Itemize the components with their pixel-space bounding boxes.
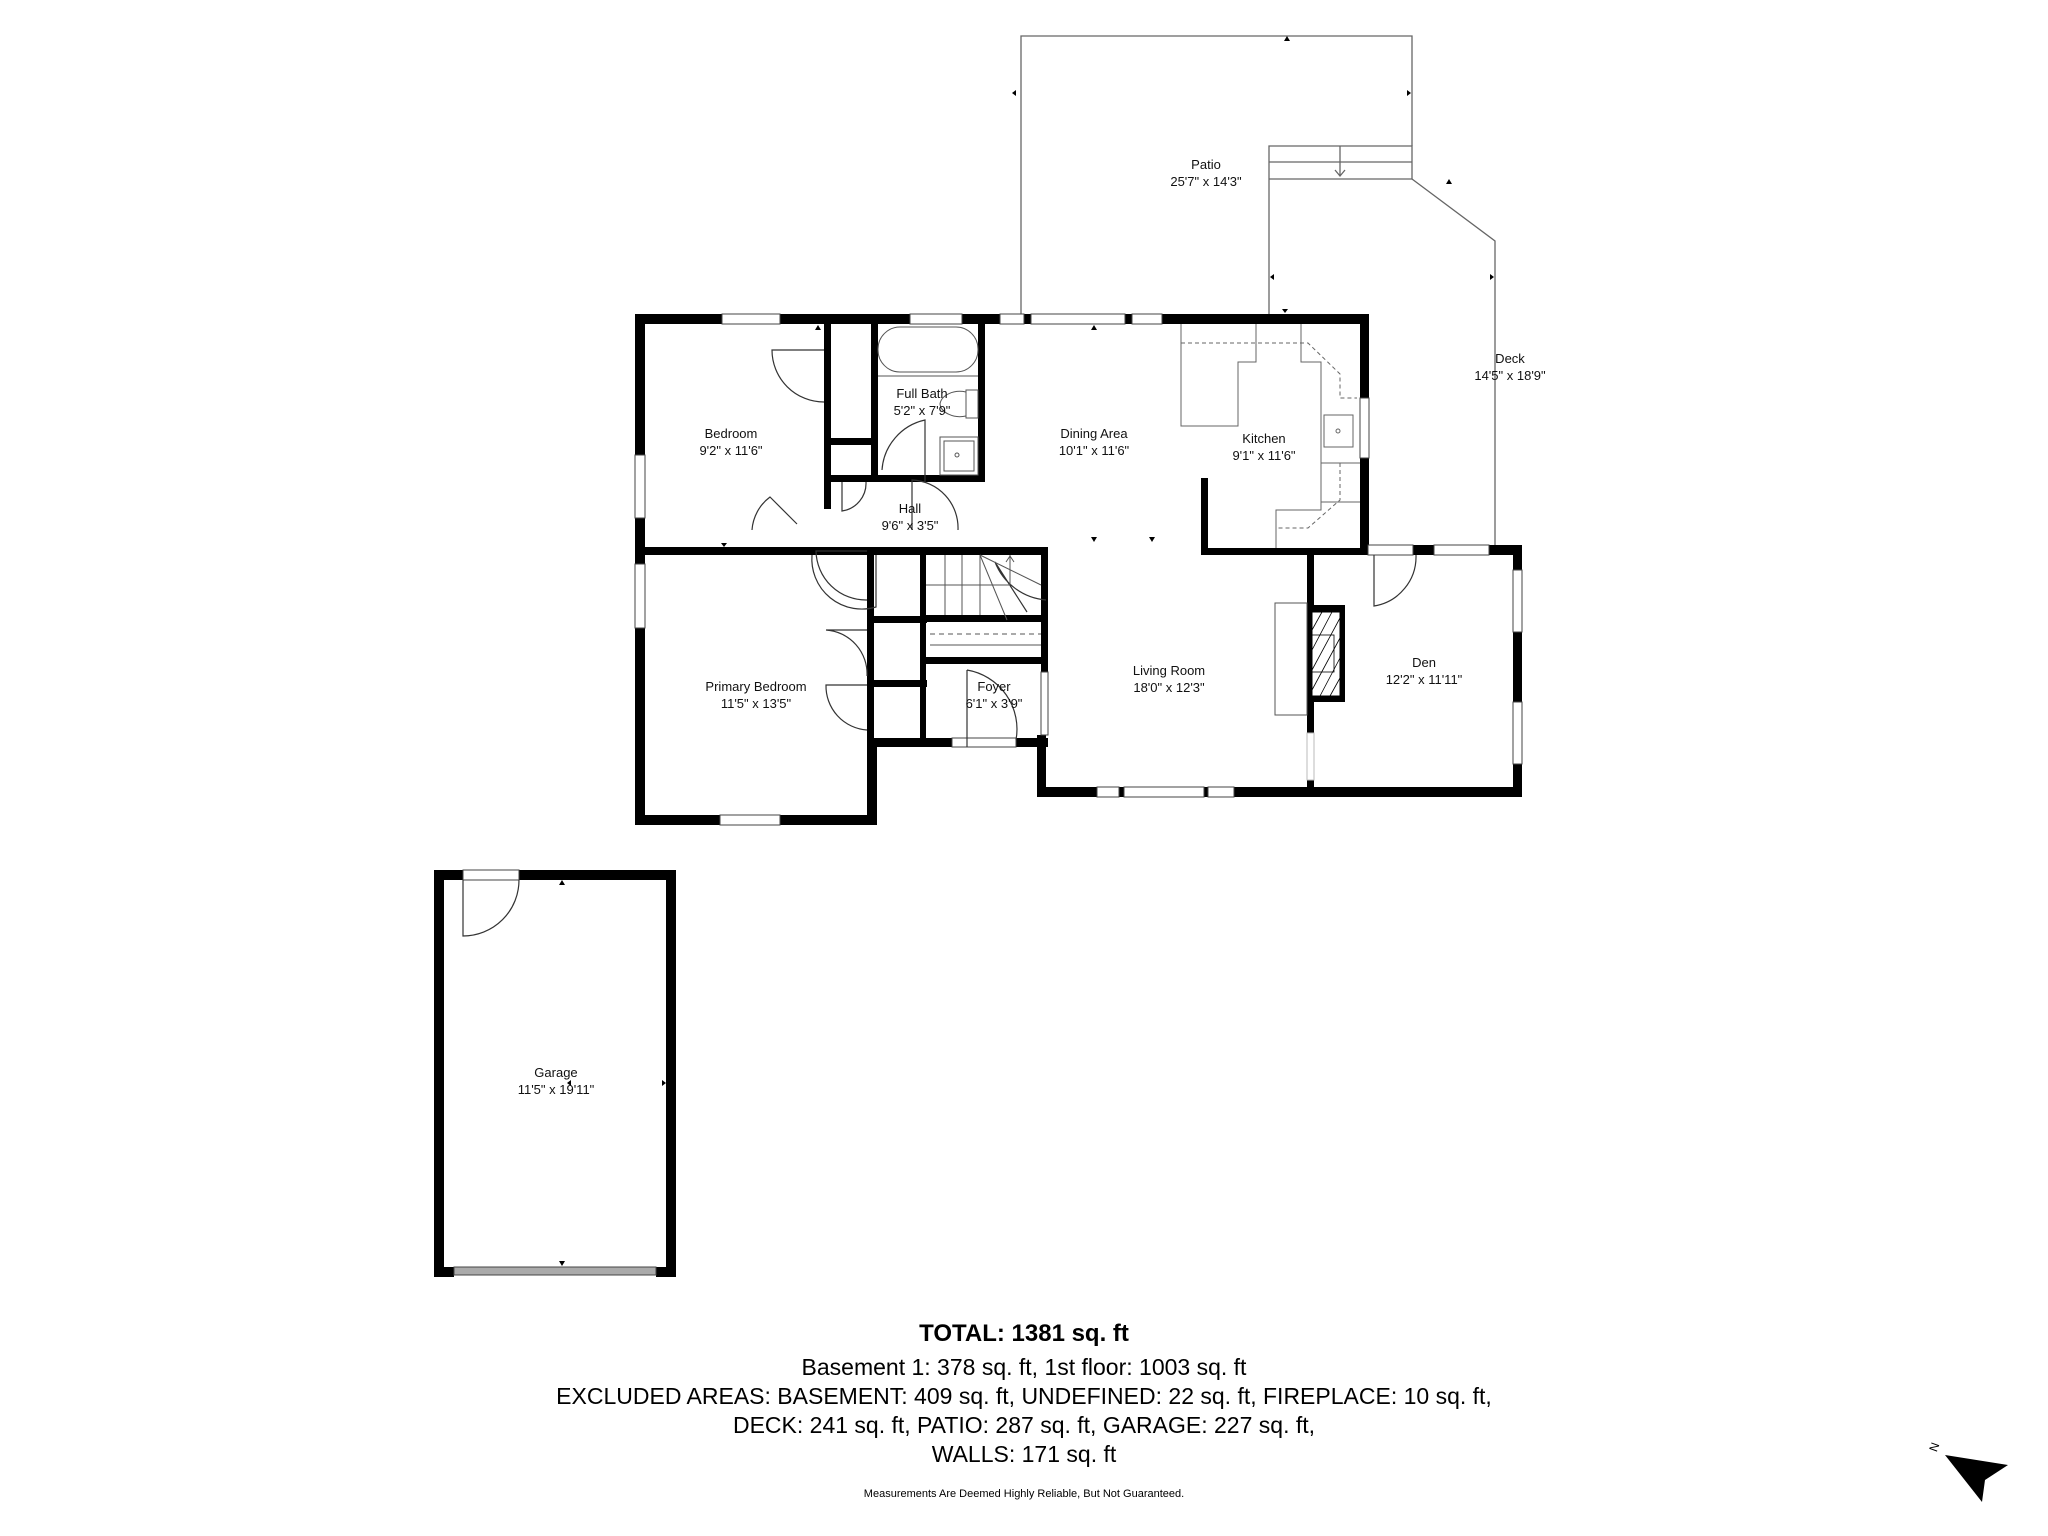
room-label-deck: Deck 14'5" x 18'9" [1474,350,1545,384]
room-label-foyer: Foyer 6'1" x 3'9" [966,678,1023,712]
room-label-full-bath: Full Bath 5'2" x 7'9" [894,385,951,419]
room-dimensions: 9'2" x 11'6" [699,443,763,458]
room-name: Hall [898,501,922,516]
room-dimensions: 5'2" x 7'9" [893,403,951,418]
room-dimensions: 18'0" x 12'3" [1133,680,1205,695]
kitchen-cabinets [1180,324,1360,548]
doors [462,349,1417,937]
room-label-patio: Patio 25'7" x 14'3" [1170,156,1241,190]
room-name: Kitchen [1242,431,1286,446]
patio-outline [1020,35,1413,318]
room-label-garage: Garage 11'5" x 19'11" [518,1064,595,1098]
room-name: Den [1412,655,1436,670]
room-name: Foyer [977,679,1011,694]
room-name: Garage [534,1065,578,1080]
excluded-areas-line-2: DECK: 241 sq. ft, PATIO: 287 sq. ft, GAR… [732,1412,1316,1438]
room-label-kitchen: Kitchen 9'1" x 11'6" [1232,430,1295,464]
room-dimensions: 9'6" x 3'5" [881,518,939,533]
room-name: Bedroom [704,426,758,441]
fireplace [1274,602,1341,716]
interior-walls [434,324,1369,1277]
room-name: Dining Area [1060,426,1128,441]
excluded-areas-line-1: EXCLUDED AREAS: BASEMENT: 409 sq. ft, UN… [556,1383,1492,1409]
exterior-walls [635,314,1522,825]
room-label-den: Den 12'2" x 11'11" [1386,654,1463,688]
room-label-living: Living Room 18'0" x 12'3" [1133,662,1205,696]
stairs [926,554,1042,646]
room-dimensions: 25'7" x 14'3" [1170,174,1242,189]
room-name: Primary Bedroom [705,679,807,694]
room-label-hall: Hall 9'6" x 3'5" [882,500,939,534]
total-area: TOTAL: 1381 sq. ft [919,1320,1129,1347]
floor-breakdown: Basement 1: 378 sq. ft, 1st floor: 1003 … [801,1354,1247,1380]
room-name: Living Room [1132,663,1206,678]
bathroom-fixtures [877,326,979,476]
room-label-bedroom: Bedroom 9'2" x 11'6" [699,425,762,459]
room-label-primary-bedroom: Primary Bedroom 11'5" x 13'5" [705,678,806,712]
deck-outline [1268,145,1496,548]
room-label-dining: Dining Area 10'1" x 11'6" [1059,425,1129,459]
room-name: Full Bath [896,386,948,401]
room-dimensions: 12'2" x 11'11" [1385,672,1463,687]
room-dimensions: 6'1" x 3'9" [965,696,1023,711]
disclaimer: Measurements Are Deemed Highly Reliable,… [863,1488,1185,1500]
measurement-markers [559,36,1494,1266]
windows [453,313,1523,1276]
room-dimensions: 14'5" x 18'9" [1474,368,1546,383]
excluded-areas-line-3: WALLS: 171 sq. ft [931,1441,1117,1467]
north-arrow-icon [1945,1455,2008,1502]
room-dimensions: 11'5" x 13'5" [720,696,792,711]
room-name: Patio [1191,157,1221,172]
room-dimensions: 11'5" x 19'11" [517,1082,595,1097]
room-name: Deck [1495,351,1525,366]
room-dimensions: 10'1" x 11'6" [1058,443,1130,458]
room-dimensions: 9'1" x 11'6" [1232,448,1296,463]
